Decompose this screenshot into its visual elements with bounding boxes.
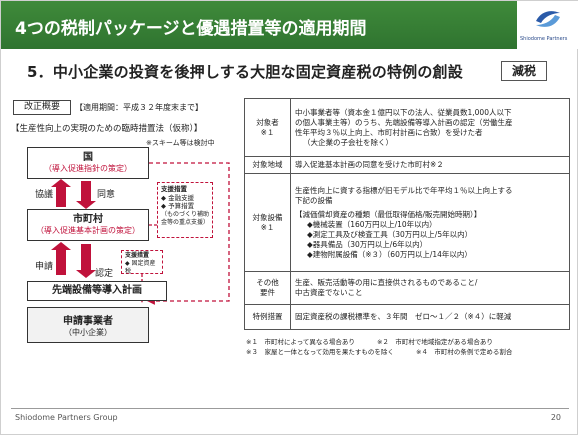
row-label: 対象設備 ※１ (244, 173, 291, 272)
fixed-support-item: ◆ 固定資産税 (125, 260, 156, 275)
row-label: その他 要件 (244, 271, 291, 305)
footnote-line: ※３ 家屋と一体となって効用を果たすものを除く※４ 市町村の条例で定める割合 (246, 348, 513, 356)
section-subtitle: 5．中小企業の投資を後押しする大胆な固定資産税の特例の創設 (27, 63, 463, 81)
applicant-box: 申請事業者 （中小企業） (27, 307, 149, 343)
country-title: 国 (83, 152, 93, 163)
row-content: 生産性向上に資する指標が旧モデル比で年平均１％以上向上する 下記の設備 【減価償… (290, 173, 570, 272)
page-number: 20 (550, 413, 561, 422)
logo-icon (536, 11, 560, 27)
table-row: その他 要件 生産、販売活動等の用に直接供されるものであること/ 中古資産でない… (244, 271, 570, 305)
row-content: 生産、販売活動等の用に直接供されるものであること/ 中古資産でないこと (290, 271, 570, 305)
law-heading: 【生産性向上の実現のための臨時措置法（仮称）】 (11, 124, 203, 134)
row-label: 対象地域 (244, 156, 291, 174)
footer-divider (11, 408, 569, 409)
overview-tag: 改正概要 (13, 100, 71, 115)
city-box: 市町村 （導入促進基本計画の策定） (27, 209, 149, 241)
consult-arrow (51, 179, 71, 207)
fixed-support-head: 支援措置 (125, 252, 150, 259)
fixed-asset-support-box: 支援措置 ◆ 固定資産税 (121, 250, 163, 275)
country-sub: （導入促進指針の策定） (44, 164, 132, 173)
row-content: 中小事業者等（資本金１億円以下の法人、従業員数1,000人以下 の個人事業主等）… (290, 98, 570, 157)
support-head: 支援措置 (161, 185, 187, 193)
plan-box: 先端設備等導入計画 (27, 281, 167, 301)
consult-label: 協議 (35, 190, 54, 200)
table-row: 特例措置 固定資産税の課税標準を、３年間 ゼロ～１／２（※４）に軽減 (244, 304, 570, 330)
support-item: ◆ 金融支援 (161, 193, 195, 202)
logo-text: Shiodome Partners (520, 36, 568, 42)
city-title: 市町村 (73, 214, 103, 225)
table-row: 対象者 ※１ 中小事業者等（資本金１億円以下の法人、従業員数1,000人以下 の… (244, 98, 570, 157)
slide-title: 4つの税制パッケージと優遇措置等の適用期間 (15, 19, 367, 39)
applicant-sub: （中小企業） (64, 328, 112, 337)
application-period-note: 【適用期間：平成３２年度末まで】 (75, 103, 203, 112)
table-row: 対象設備 ※１ 生産性向上に資する指標が旧モデル比で年平均１％以上向上する 下記… (244, 173, 570, 272)
row-label: 特例措置 (244, 304, 291, 330)
footnotes: ※１ 市町村によって異なる場合あり※２ 市町村で地域指定がある場合あり ※３ 家… (246, 337, 512, 357)
agree-label: 同意 (97, 190, 116, 200)
support-item: ◆ 予算措置 (161, 202, 195, 210)
header-band: 4つの税制パッケージと優遇措置等の適用期間 Shiodome Partners (1, 1, 578, 49)
company-logo: Shiodome Partners (517, 1, 578, 49)
agree-arrow (76, 181, 96, 209)
support-dashed-line (147, 162, 230, 305)
approve-arrow (76, 244, 96, 278)
scheme-note: ※スキーム等は検討中 (146, 139, 215, 147)
plan-title: 先端設備等導入計画 (52, 285, 142, 296)
tax-cut-badge: 減税 (501, 61, 547, 81)
table-row: 対象地域 導入促進基本計画の同意を受けた市町村※２ (244, 156, 570, 174)
row-label: 対象者 ※１ (244, 98, 291, 157)
country-box: 国 （導入促進指針の策定） (27, 147, 149, 179)
requirements-table: 対象者 ※１ 中小事業者等（資本金１億円以下の法人、従業員数1,000人以下 の… (244, 98, 570, 330)
support-measures-box: 支援措置 ◆ 金融支援 ◆ 予算措置 （ものづくり補助金等の重点支援） (157, 182, 213, 238)
apply-arrow (51, 242, 71, 275)
applicant-title: 申請事業者 (63, 316, 113, 327)
row-content: 導入促進基本計画の同意を受けた市町村※２ (290, 156, 570, 174)
city-sub: （導入促進基本計画の策定） (36, 226, 140, 235)
apply-label: 申請 (35, 262, 54, 272)
support-note: （ものづくり補助金等の重点支援） (161, 210, 210, 227)
row-content: 固定資産税の課税標準を、３年間 ゼロ～１／２（※４）に軽減 (290, 304, 570, 330)
footer-company: Shiodome Partners Group (15, 413, 118, 422)
footnote-line: ※１ 市町村によって異なる場合あり※２ 市町村で地域指定がある場合あり (246, 338, 493, 346)
approve-label: 認定 (95, 269, 114, 279)
